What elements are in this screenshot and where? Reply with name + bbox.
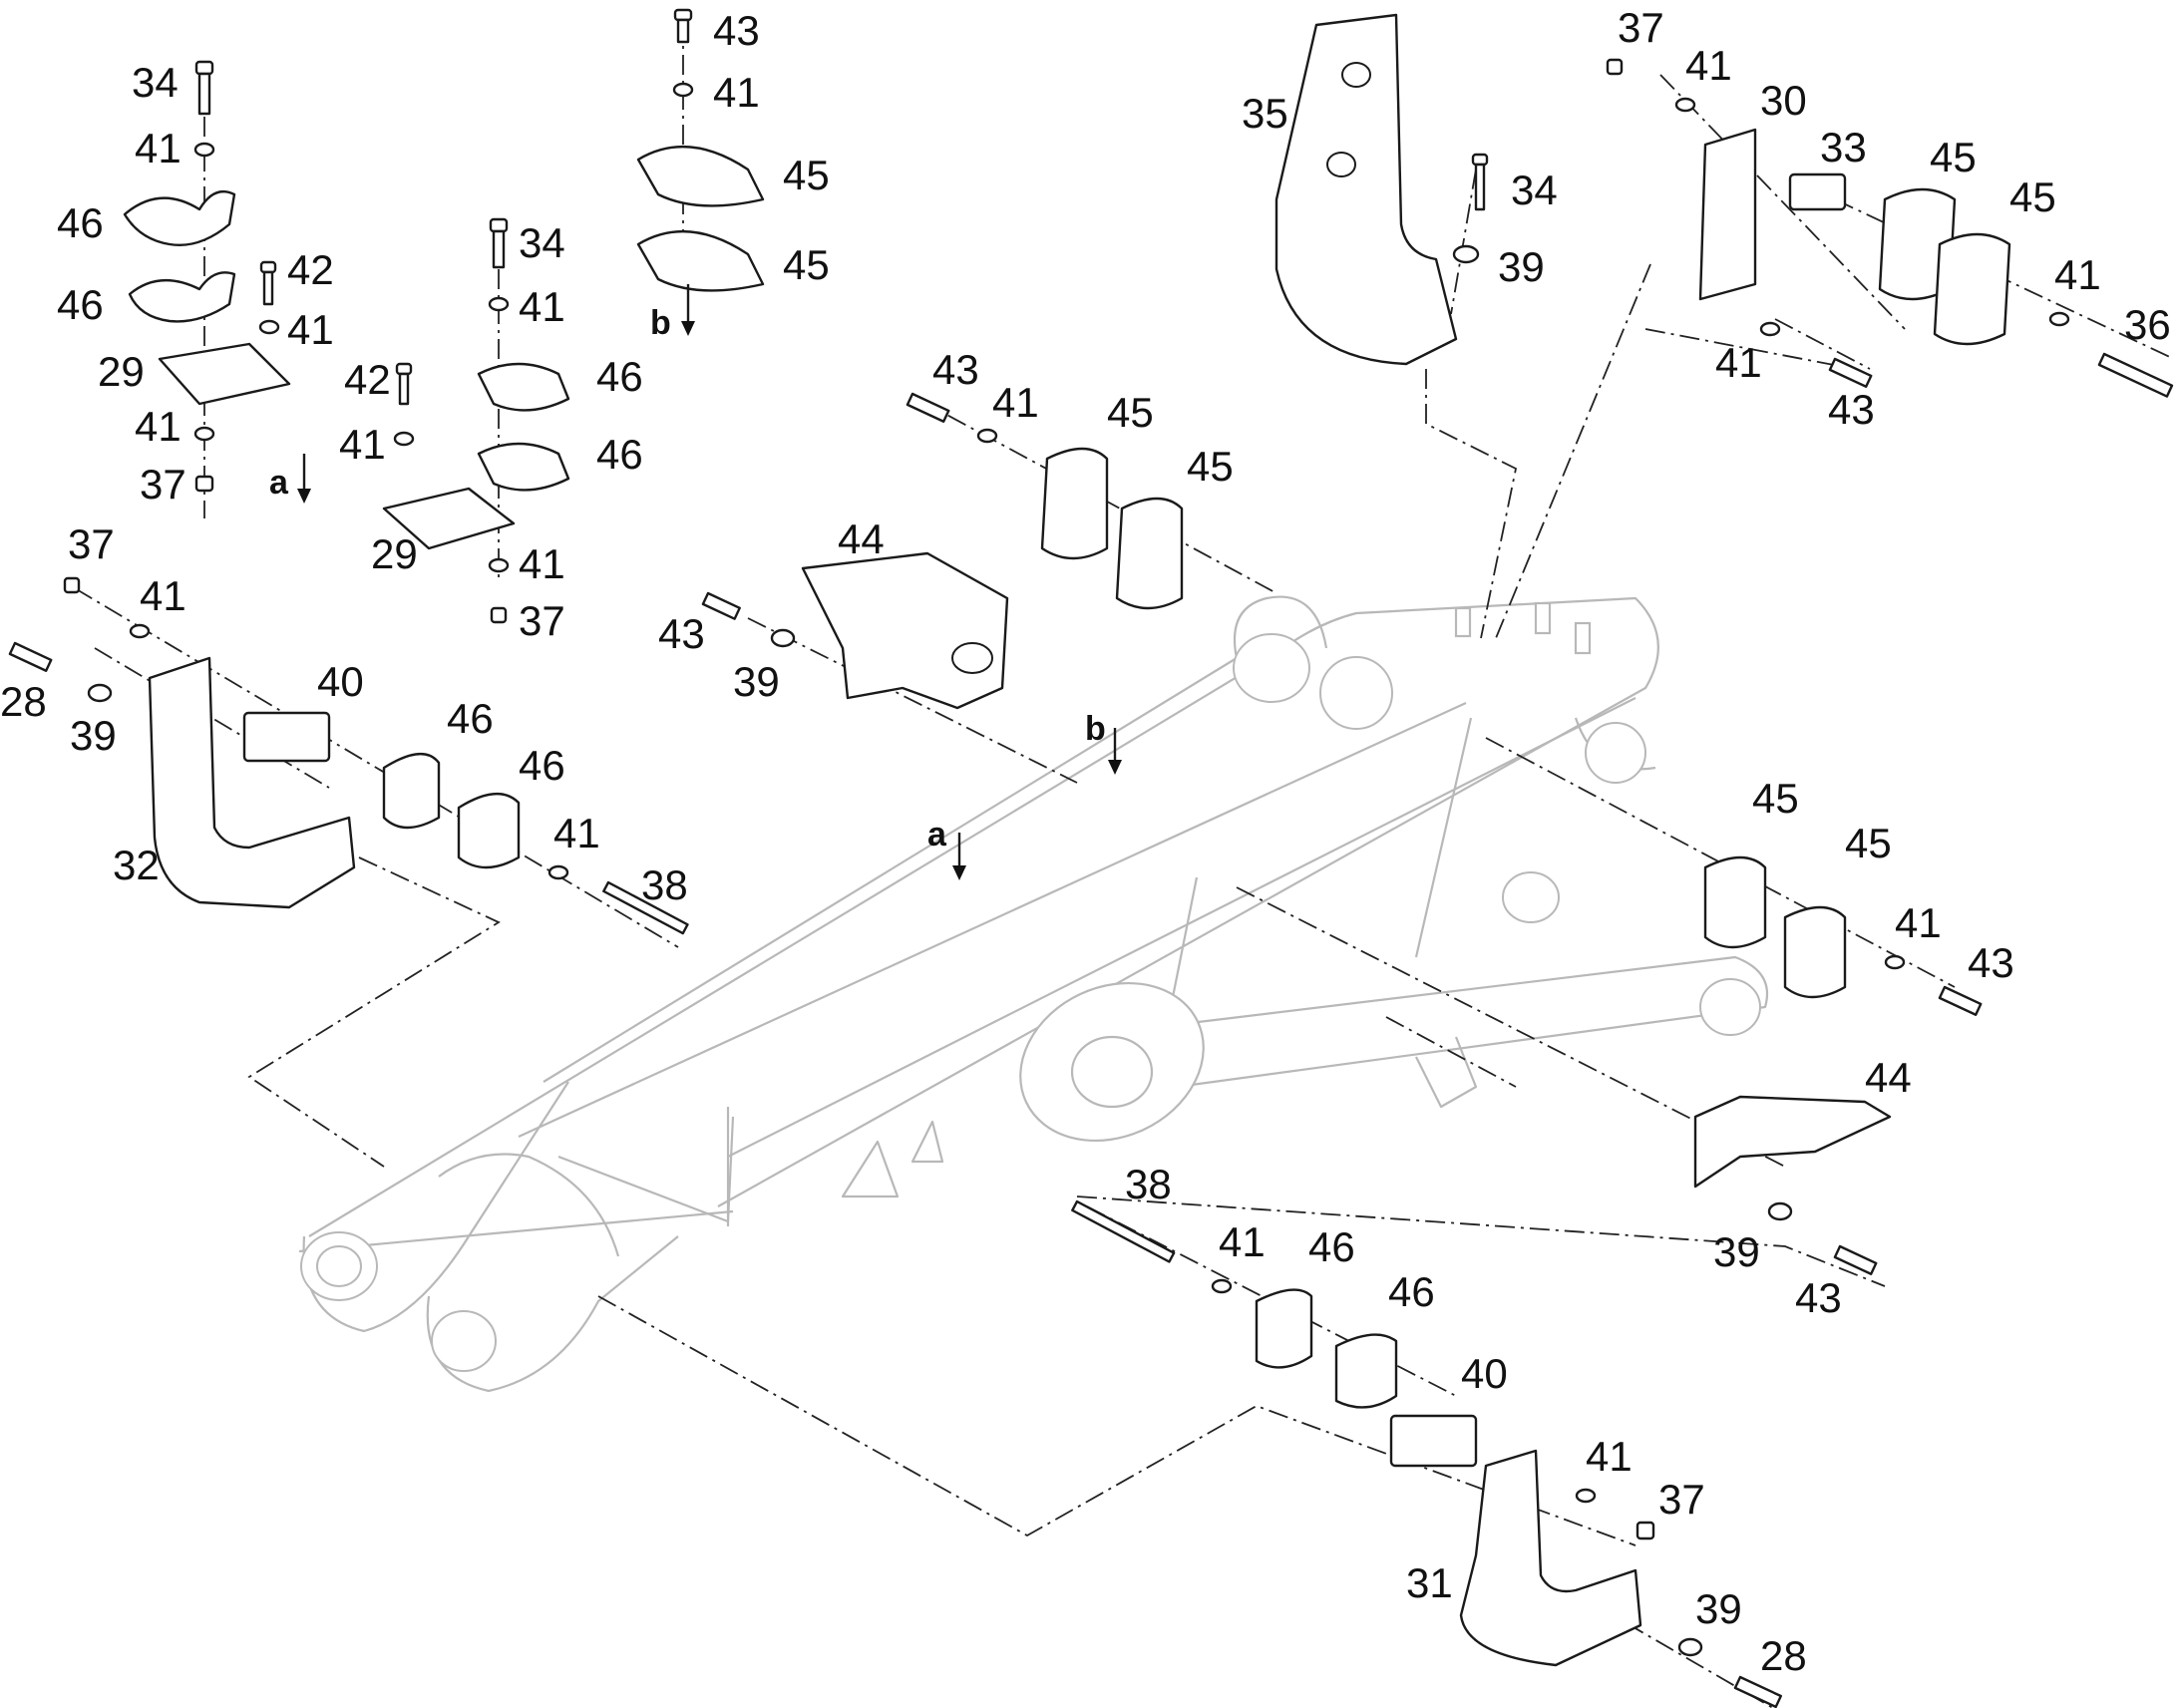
callout: 41 xyxy=(992,379,1039,426)
callout: 45 xyxy=(2009,173,2056,220)
callout: 42 xyxy=(344,356,391,403)
callout: 46 xyxy=(57,281,104,328)
callout: 33 xyxy=(1820,124,1867,171)
callout: 41 xyxy=(1895,899,1942,946)
callout: 41 xyxy=(519,283,565,330)
callout: 29 xyxy=(371,530,418,577)
callout: 41 xyxy=(135,403,182,450)
callout: 43 xyxy=(713,7,760,54)
callout: 37 xyxy=(140,461,186,508)
callout: 30 xyxy=(1760,77,1807,124)
callout: 37 xyxy=(519,597,565,644)
callout: 37 xyxy=(68,520,115,567)
callout: 45 xyxy=(1752,775,1799,822)
view-markers: a b a b xyxy=(269,304,1106,854)
callout: 41 xyxy=(553,810,600,856)
callout: 39 xyxy=(1498,243,1545,290)
parts xyxy=(8,8,2174,1708)
callout: 38 xyxy=(641,861,688,908)
callout: 31 xyxy=(1406,1559,1453,1606)
callout: 36 xyxy=(2124,301,2171,348)
callout: 32 xyxy=(113,842,160,888)
callout: 46 xyxy=(1388,1268,1435,1315)
callout: 46 xyxy=(447,695,494,742)
callout: 41 xyxy=(1586,1433,1633,1480)
callout: 28 xyxy=(0,678,47,725)
view-marker-a: a xyxy=(269,464,289,502)
callout: 34 xyxy=(519,219,565,266)
callout: 45 xyxy=(1930,134,1977,180)
callout: 40 xyxy=(1461,1350,1508,1397)
callout: 45 xyxy=(783,152,830,198)
callout: 41 xyxy=(2054,251,2101,298)
view-arrows xyxy=(297,284,1122,880)
callout: 41 xyxy=(1685,42,1732,89)
callout: 43 xyxy=(1795,1274,1842,1321)
callout: 46 xyxy=(57,199,104,246)
callout: 38 xyxy=(1125,1161,1172,1207)
callout: 43 xyxy=(932,346,979,393)
callout: 46 xyxy=(596,431,643,478)
callout: 46 xyxy=(519,742,565,789)
callout: 41 xyxy=(135,125,182,171)
callout: 37 xyxy=(1658,1476,1705,1523)
callout: 46 xyxy=(1308,1223,1355,1270)
callout: 45 xyxy=(783,241,830,288)
callout: 45 xyxy=(1187,443,1234,490)
callout: 39 xyxy=(1695,1585,1742,1632)
callout: 39 xyxy=(733,658,780,705)
callout: 46 xyxy=(596,353,643,400)
callout: 29 xyxy=(98,348,145,395)
callout: 39 xyxy=(1713,1228,1760,1275)
callout: 45 xyxy=(1107,389,1154,436)
callout: 41 xyxy=(339,421,386,468)
callout: 41 xyxy=(287,306,334,353)
callout: 41 xyxy=(1715,339,1762,386)
callout: 45 xyxy=(1845,820,1892,866)
callout: 41 xyxy=(140,572,186,619)
callout: 40 xyxy=(317,658,364,705)
callout: 39 xyxy=(70,712,117,759)
callout: 34 xyxy=(132,59,179,106)
leader-lines xyxy=(74,20,2175,1708)
callout: 44 xyxy=(1865,1054,1912,1101)
callout: 34 xyxy=(1511,167,1558,213)
callout: 41 xyxy=(713,69,760,116)
view-marker-b: b xyxy=(650,304,671,342)
callout: 43 xyxy=(1968,939,2014,986)
callout: 43 xyxy=(1828,386,1875,433)
view-marker-b: b xyxy=(1085,710,1106,748)
callout: 35 xyxy=(1242,90,1288,137)
callout: 37 xyxy=(1618,4,1664,51)
callout: 41 xyxy=(519,540,565,587)
view-marker-a: a xyxy=(927,816,947,854)
part-callouts: 34 41 46 46 42 41 29 41 37 43 41 45 45 3… xyxy=(0,4,2171,1679)
callout: 42 xyxy=(287,246,334,293)
callout: 41 xyxy=(1219,1218,1266,1265)
arm-frame xyxy=(298,595,1769,1393)
callout: 28 xyxy=(1760,1632,1807,1679)
callout: 44 xyxy=(838,515,885,562)
callout: 43 xyxy=(658,610,705,657)
